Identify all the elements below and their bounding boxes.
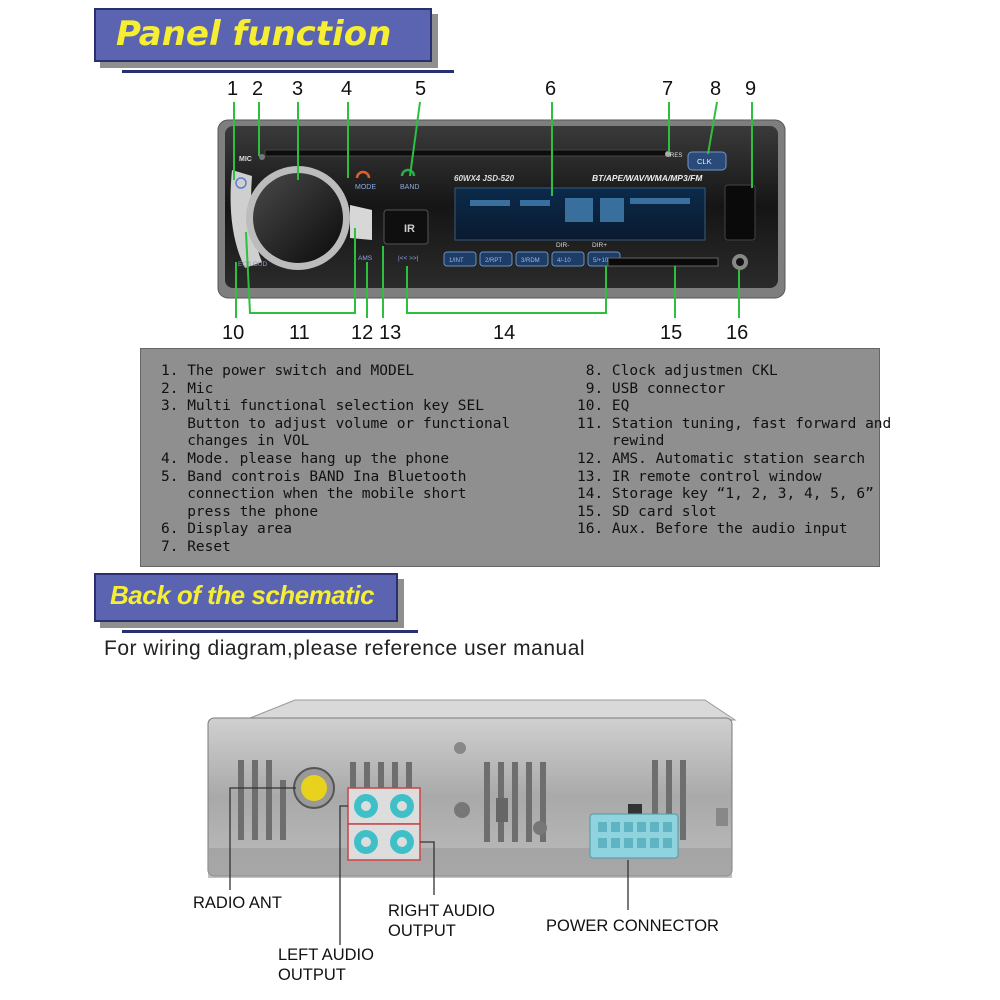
legend-item: Button to adjust volume or functional [161, 415, 511, 432]
band-label: BAND [400, 184, 419, 191]
legend-item: 12. AMS. Automatic station search [577, 450, 866, 467]
legend-right-column: 8. Clock adjustmen CKL 9. USB connector … [577, 363, 891, 539]
left-audio-caption-line1: LEFT AUDIO [278, 946, 374, 964]
radio-ant-caption: RADIO ANT [193, 894, 282, 912]
power-icon [235, 177, 247, 189]
preset-label-1: 1/INT [449, 258, 464, 264]
legend-item: 3. Multi functional selection key SEL [161, 398, 485, 415]
callout-7: 7 [662, 78, 674, 100]
preset-button-4 [551, 251, 585, 267]
legend-item: 14. Storage key “1, 2, 3, 4, 5, 6” [577, 486, 874, 503]
power-connector-caption: POWER CONNECTOR [546, 917, 719, 935]
preset-label-3: 3/RDM [521, 258, 540, 264]
callout-6: 6 [545, 78, 557, 100]
mode-label: MODE [355, 184, 376, 191]
callout-16: 16 [726, 322, 749, 344]
legend-item: rewind [577, 433, 665, 450]
ir-label: IR [404, 223, 415, 235]
legend-item: 6. Display area [161, 521, 292, 538]
front-panel-diagram: MIC MODE BAND 60WX4 JSD-520 BT/APE/WAV/W… [217, 101, 786, 318]
back-schematic-banner: Back of the schematic [94, 573, 398, 622]
legend-item: 9. USB connector [577, 380, 726, 397]
left-audio-caption-line2: OUTPUT [278, 966, 346, 984]
legend-item: 5. Band controis BAND Ina Bluetooth [161, 468, 467, 485]
legend-left-column: 1. The power switch and MODEL 2. Mic 3. … [161, 363, 510, 557]
right-audio-caption-line1: RIGHT AUDIO [388, 902, 495, 920]
eq-label: EQ/LOUD [238, 261, 268, 268]
callout-11: 11 [289, 322, 310, 344]
panel-function-banner: Panel function [94, 8, 432, 62]
legend-item: connection when the mobile short [161, 486, 467, 503]
legend-item: 7. Reset [161, 538, 231, 555]
preset-label-2: 2/RPT [485, 258, 502, 264]
legend-item: 2. Mic [161, 380, 214, 397]
legend-item: 13. IR remote control window [577, 468, 822, 485]
mic-label: MIC [239, 156, 252, 163]
callout-12: 12 [351, 322, 374, 344]
callout-9: 9 [745, 78, 757, 100]
callout-10: 10 [222, 322, 245, 344]
model-text: 60WX4 JSD-520 [454, 174, 515, 183]
callout-1: 1 [227, 78, 239, 100]
power-connector-socket [589, 813, 679, 859]
preset-button-2 [479, 251, 513, 267]
panel-function-title: Panel function [116, 14, 392, 54]
legend-item: 15. SD card slot [577, 503, 717, 520]
preset-label-5: 5/+10 [593, 258, 609, 264]
dir-plus-label: DIR+ [592, 242, 607, 249]
ams-label: AMS [358, 255, 373, 262]
legend-item: 8. Clock adjustmen CKL [577, 363, 778, 379]
callout-8: 8 [710, 78, 722, 100]
legend-item: press the phone [161, 503, 319, 520]
legend-item: 1. The power switch and MODEL [161, 363, 415, 379]
preset-button-3 [515, 251, 549, 267]
preset-label-4: 4/-10 [557, 258, 571, 264]
callout-3: 3 [292, 78, 304, 100]
callout-2: 2 [252, 78, 264, 100]
back-panel-diagram [207, 699, 737, 945]
back-schematic-underline [122, 630, 418, 633]
right-audio-caption-line2: OUTPUT [388, 922, 456, 940]
legend-item: changes in VOL [161, 433, 310, 450]
callout-15: 15 [660, 322, 683, 344]
callout-5: 5 [415, 78, 427, 100]
clk-label: CLK [697, 157, 712, 166]
callout-13: 13 [379, 322, 402, 344]
legend-item: 16. Aux. Before the audio input [577, 521, 848, 538]
callout-14: 14 [493, 322, 516, 344]
usb-cover [724, 184, 756, 241]
preset-button-1 [443, 251, 477, 267]
formats-text: BT/APE/WAV/WMA/MP3/FM [592, 173, 703, 183]
back-schematic-title: Back of the schematic [110, 580, 375, 610]
res-label: RES [670, 153, 682, 159]
clk-button [687, 151, 727, 171]
ir-window [383, 209, 429, 245]
wiring-note: For wiring diagram,please reference user… [104, 637, 586, 660]
legend-item: 10. EQ [577, 398, 630, 415]
sd-card-slot [607, 257, 719, 267]
dir-minus-label: DIR- [556, 242, 569, 249]
callout-4: 4 [341, 78, 353, 100]
legend-box: 1. The power switch and MODEL 2. Mic 3. … [140, 348, 891, 567]
skip-label: |<< >>| [398, 255, 419, 262]
legend-item: 4. Mode. please hang up the phone [161, 450, 450, 467]
panel-function-underline [122, 70, 454, 73]
legend-item: 11. Station tuning, fast forward and [577, 415, 892, 432]
